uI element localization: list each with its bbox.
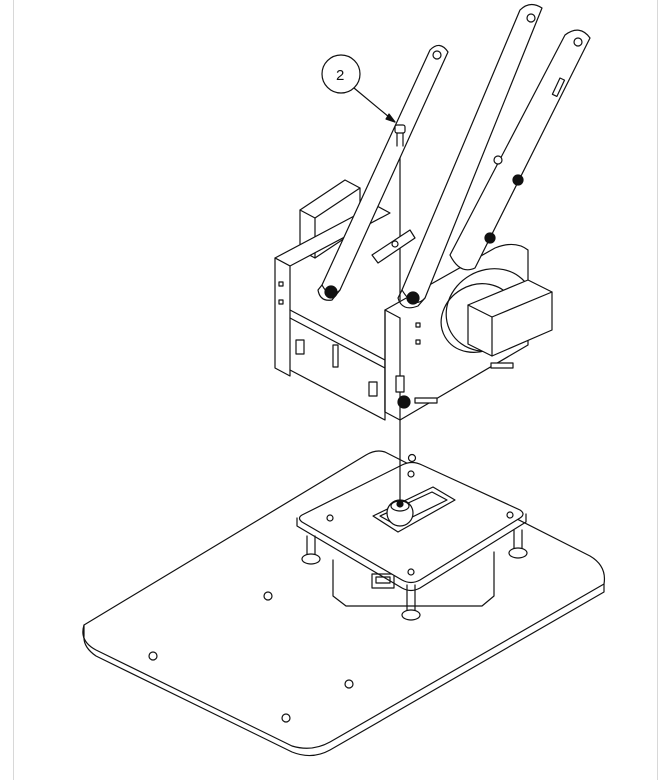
base-hole [407,453,417,463]
arm-link-right [449,29,591,271]
standoff-nuts [301,529,528,621]
callout-label: 2 [336,67,344,84]
right-frame-line [657,0,658,780]
left-frame-line [13,0,14,780]
base-hole [148,651,158,661]
arm-link-middle [397,3,543,309]
base-hole [344,679,354,689]
base-hole [263,591,273,601]
arm-link-left [317,44,449,301]
screw [394,124,406,147]
callout-2: 2 [321,54,396,123]
standoff-bracket [332,551,495,607]
turntable-plate [296,461,527,592]
side-servo [440,268,553,357]
linkage-parts [371,155,503,409]
base-hole [281,713,291,723]
